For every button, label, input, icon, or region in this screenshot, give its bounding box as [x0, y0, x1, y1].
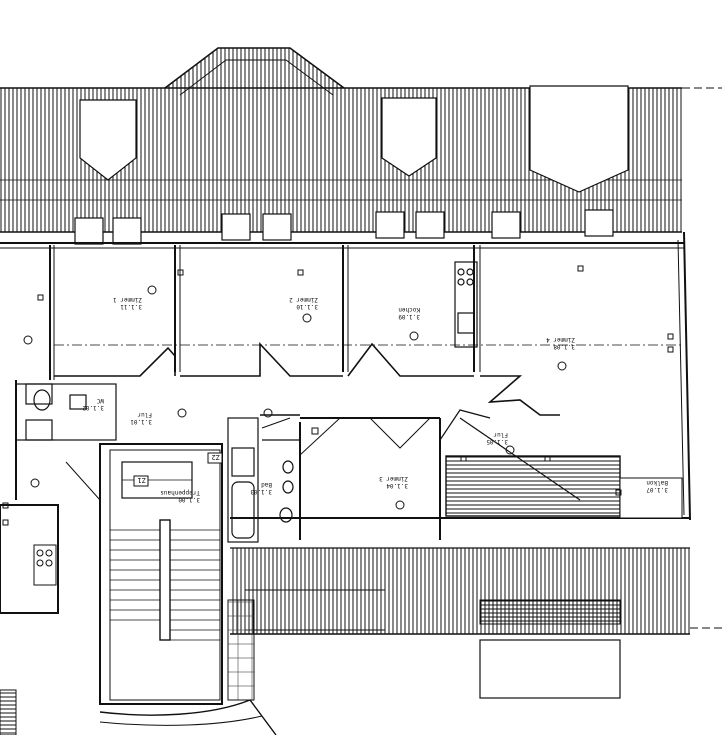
dormer-notches	[74, 209, 614, 245]
wc-fixtures	[15, 383, 117, 441]
svg-text:3.1.03: 3.1.03	[250, 488, 272, 495]
svg-text:Zimmer 4: Zimmer 4	[546, 336, 575, 343]
room-label-3.1.07: 3.1.07 Balkon	[646, 479, 668, 493]
svg-text:Zimmer 2: Zimmer 2	[289, 296, 318, 303]
svg-text:3.1.05: 3.1.05	[486, 438, 508, 445]
svg-text:Zimmer 3: Zimmer 3	[379, 475, 408, 482]
room-label-3.1.10: 3.1.10 Zimmer 2	[289, 296, 318, 310]
skylight	[529, 85, 629, 193]
skylight	[79, 99, 137, 181]
room-label-3.1.11: 3.1.11 Zimmer 1	[113, 296, 142, 310]
bathroom-fixtures	[227, 417, 300, 543]
room-label-3.1.05: 3.1.05 Flur	[486, 431, 508, 445]
svg-text:Balkon: Balkon	[646, 479, 668, 486]
kitchen-counter	[454, 261, 478, 348]
svg-text:3.1.08: 3.1.08	[553, 343, 575, 350]
svg-text:WC: WC	[96, 397, 104, 404]
roof-section-top	[0, 47, 722, 249]
svg-text:Z2: Z2	[212, 453, 220, 461]
svg-text:Treppenhaus: Treppenhaus	[160, 489, 200, 496]
svg-text:Kochen: Kochen	[398, 306, 420, 313]
svg-text:3.1.09: 3.1.09	[398, 313, 420, 320]
skylight	[381, 97, 437, 177]
svg-text:Zimmer 1: Zimmer 1	[113, 296, 142, 303]
left-neighbour-unit	[0, 380, 101, 735]
svg-text:3.1.07: 3.1.07	[646, 486, 668, 493]
svg-text:3.1.10: 3.1.10	[296, 303, 318, 310]
room-label-3.1.00: 3.1.00 Treppenhaus	[160, 489, 200, 503]
room-label-3.1.08: 3.1.08 Zimmer 4	[546, 336, 575, 350]
svg-text:3.1.04: 3.1.04	[386, 482, 408, 489]
stair-marker-z2: Z2	[207, 452, 223, 464]
roof-section-bottom	[99, 548, 722, 735]
room-label-3.1.03: 3.1.03 Bad	[250, 481, 272, 495]
room-label-3.1.01: 3.1.01 Flur	[130, 411, 152, 425]
svg-text:Z1: Z1	[138, 476, 146, 484]
svg-text:3.1.11: 3.1.11	[120, 303, 142, 310]
stair-marker-z1: Z1	[133, 475, 149, 487]
floor-outline	[49, 231, 691, 549]
room-label-3.1.02: 3.1.02 WC	[82, 397, 104, 411]
svg-text:Bad: Bad	[261, 481, 272, 488]
room-label-3.1.09: 3.1.09 Kochen	[398, 306, 420, 320]
svg-text:Flur: Flur	[493, 431, 508, 438]
svg-text:3.1.02: 3.1.02	[82, 404, 104, 411]
electrical-markers	[2, 265, 674, 526]
svg-text:3.1.01: 3.1.01	[130, 418, 152, 425]
room-label-3.1.04: 3.1.04 Zimmer 3	[379, 475, 408, 489]
stairwell	[99, 443, 223, 705]
room-labels: 3.1.11 Zimmer 1 3.1.10 Zimmer 2 3.1.09 K…	[82, 296, 668, 503]
svg-text:Flur: Flur	[137, 411, 152, 418]
balcony	[445, 455, 683, 519]
svg-text:3.1.00: 3.1.00	[178, 496, 200, 503]
